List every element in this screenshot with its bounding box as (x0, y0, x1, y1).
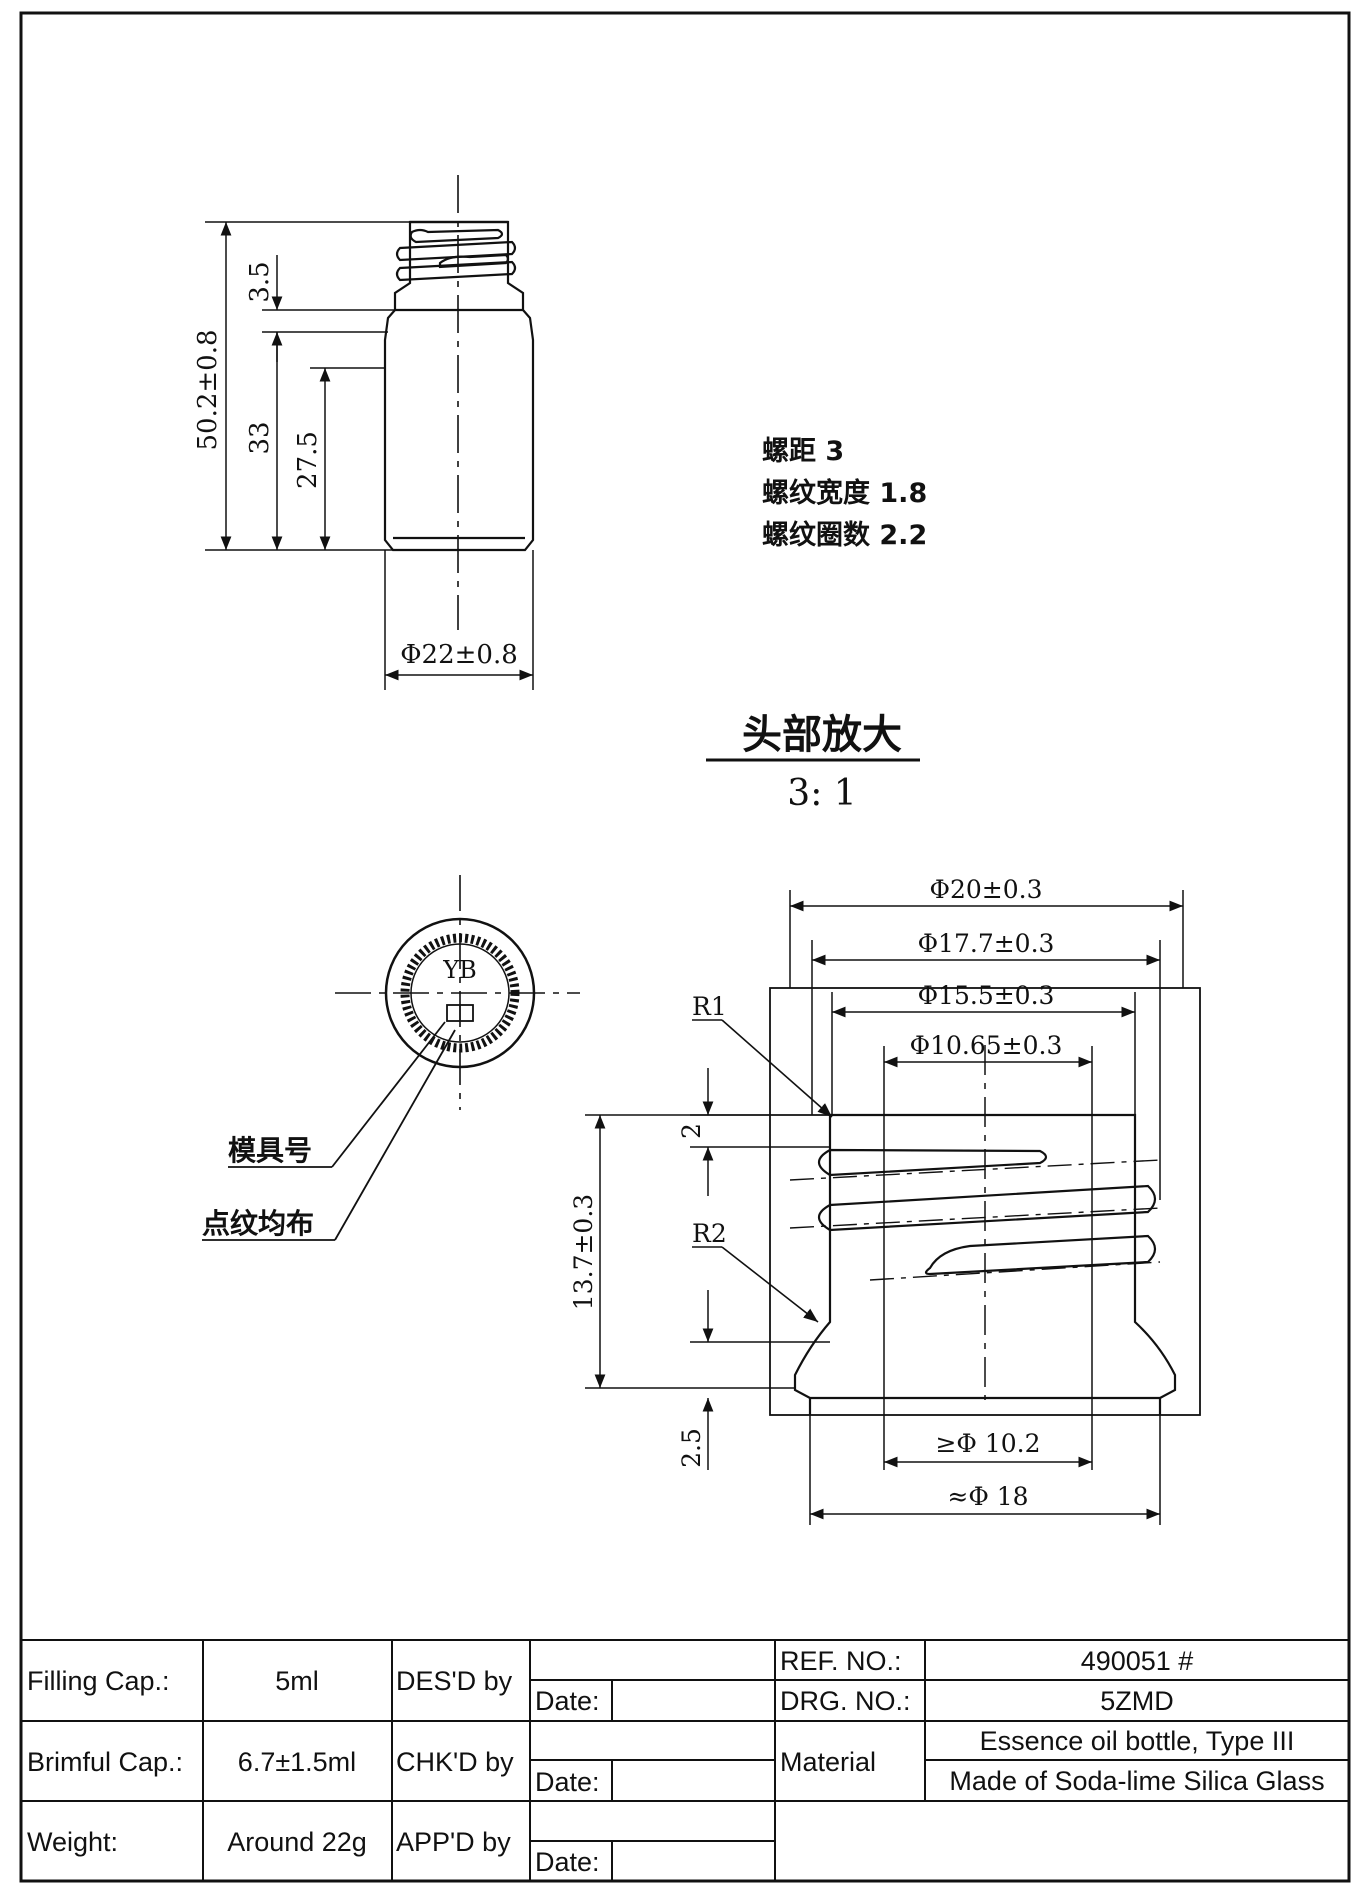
label-drg-no: DRG. NO.: (780, 1686, 911, 1716)
dim-thread-height: 2 (677, 1123, 706, 1139)
dim-bore: ≥Φ 10.2 (935, 1429, 1040, 1458)
bottom-view (202, 875, 580, 1241)
note-thread-turns: 螺纹圈数 2.2 (762, 520, 927, 551)
note-pitch: 螺距 3 (762, 436, 844, 467)
dim-outer: ≈Φ 18 (947, 1482, 1028, 1511)
detail-scale: 3: 1 (787, 773, 856, 814)
title-block-grid (21, 1639, 1349, 1881)
neck-detail (585, 890, 1201, 1525)
label-dots-evenly: 点纹均布 (202, 1207, 314, 1240)
label-mold-number: 模具号 (228, 1134, 312, 1167)
date-chkd: Date: (535, 1767, 600, 1797)
side-view (205, 175, 535, 690)
date-desd: Date: (535, 1686, 600, 1716)
value-weight: Around 22g (227, 1827, 367, 1857)
label-weight: Weight: (27, 1827, 118, 1857)
dim-d3: Φ15.5±0.3 (918, 981, 1055, 1010)
dim-total-height: 50.2±0.8 (193, 329, 223, 450)
note-thread-width: 螺纹宽度 1.8 (762, 477, 927, 509)
dim-shoulder-height: 33 (245, 421, 275, 454)
label-chkd-by: CHK'D by (396, 1747, 514, 1777)
dim-neck-height-detail: 13.7±0.3 (569, 1194, 598, 1310)
date-appd: Date: (535, 1847, 600, 1877)
thread-notes: 螺距 3 螺纹宽度 1.8 螺纹圈数 2.2 (762, 436, 927, 551)
label-desd-by: DES'D by (396, 1666, 513, 1696)
value-ref-no: 490051 # (1081, 1646, 1194, 1676)
dim-r2: R2 (692, 1219, 727, 1248)
value-drg-no: 5ZMD (1100, 1686, 1174, 1716)
dim-body-diameter: Φ22±0.8 (400, 640, 518, 670)
mold-mark: YB (442, 956, 476, 984)
sheet-border (19, 11, 1351, 1883)
material-line-1: Essence oil bottle, Type III (980, 1726, 1295, 1756)
label-material: Material (780, 1747, 876, 1777)
detail-title: 头部放大 (742, 712, 902, 758)
dim-r1: R1 (692, 992, 727, 1021)
dim-d4: Φ10.65±0.3 (910, 1031, 1063, 1060)
label-appd-by: APP'D by (396, 1827, 511, 1857)
dim-body-height: 27.5 (293, 431, 323, 489)
value-brimful-cap: 6.7±1.5ml (238, 1747, 356, 1777)
label-ref-no: REF. NO.: (780, 1646, 902, 1676)
dim-d2: Φ17.7±0.3 (918, 929, 1055, 958)
label-filling-cap: Filling Cap.: (27, 1666, 170, 1696)
dim-neck-height: 3.5 (245, 261, 275, 302)
material-line-2: Made of Soda-lime Silica Glass (949, 1766, 1324, 1796)
label-brimful-cap: Brimful Cap.: (27, 1747, 183, 1777)
dim-d1: Φ20±0.3 (929, 875, 1042, 904)
dim-ring-height: 2.5 (677, 1428, 706, 1468)
value-filling-cap: 5ml (275, 1666, 319, 1696)
